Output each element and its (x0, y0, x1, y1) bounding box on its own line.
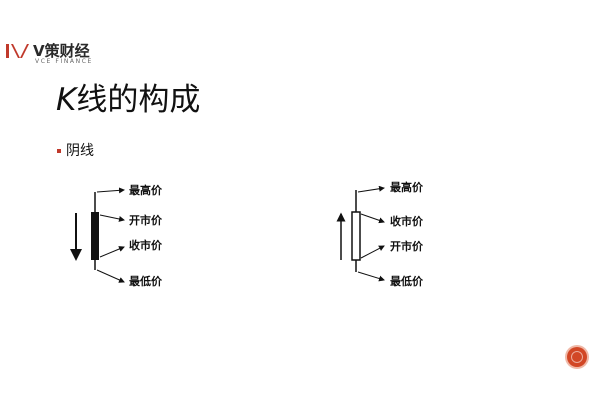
logo-mark-icon (6, 44, 29, 58)
leader-close-right (360, 213, 385, 224)
label-high-left: 最高价 (129, 183, 163, 197)
bullish-body (351, 211, 361, 261)
next-slide-button[interactable] (567, 347, 587, 367)
leader-low-left (96, 269, 125, 283)
slide-title-rest: 线的构成 (76, 82, 201, 118)
label-low-left: 最低价 (129, 274, 163, 288)
bearish-candle: 最高价 开市价 收市价 最低价 (70, 183, 163, 288)
label-open-right: 开市价 (390, 239, 424, 253)
logo-name: V策财经 (33, 42, 90, 60)
slide-title: K线的构成 (56, 74, 200, 119)
leader-close-left (99, 246, 125, 258)
bearish-body (91, 212, 99, 260)
logo-tagline: VCE FINANCE (35, 58, 93, 65)
slide-title-k: K (56, 82, 77, 118)
bullet-marker (57, 149, 61, 153)
label-low-right: 最低价 (390, 274, 424, 288)
label-close-left: 收市价 (129, 238, 163, 252)
label-high-right: 最高价 (390, 180, 424, 194)
brand-logo: V策财经 VCE FINANCE (6, 40, 126, 68)
bullet-text: 阴线 (66, 143, 94, 159)
leader-open-left (99, 214, 125, 222)
leader-high-right (357, 185, 385, 193)
bullish-candle: 最高价 收市价 开市价 最低价 (336, 180, 424, 288)
leader-open-right (360, 245, 385, 259)
label-close-right: 收市价 (390, 214, 424, 228)
leader-low-right (357, 271, 385, 282)
label-open-left: 开市价 (129, 213, 163, 227)
leader-high-left (96, 187, 125, 194)
